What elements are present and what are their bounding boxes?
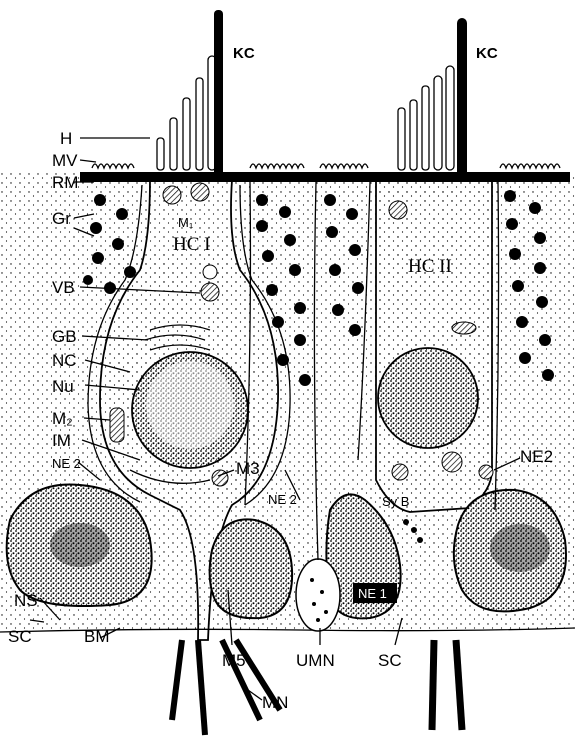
label-im: IM [52,431,71,450]
label-nc: NC [52,351,77,370]
label-ne2-right: NE2 [520,447,553,466]
kinocilium-right [457,18,467,178]
label-vb: VB [52,278,75,297]
label-kc-left: KC [233,45,255,62]
label-kc-right: KC [476,45,498,62]
hair-bundle-right [398,18,467,178]
label-ne2-mid: NE 2 [268,492,297,507]
label-gr: Gr [52,209,71,228]
label-m2: M₂ [52,409,73,428]
kinocilium-left [214,10,223,178]
label-rm: RM [52,173,78,192]
label-h: H [60,129,72,148]
label-umn: UMN [296,651,335,670]
label-mn: MN [262,693,288,712]
hair-bundle-left [157,10,223,178]
label-ne2-left: NE 2 [52,456,81,471]
label-sc-right: SC [378,651,402,670]
label-ns: NS [14,591,38,610]
label-ne1: NE 1 [358,586,387,601]
label-m5: M5 [222,651,246,670]
nucleus-hc1-light [146,361,234,449]
nucleus-hc2 [378,348,478,448]
label-mv: MV [52,151,78,170]
label-sc-left: SC [8,627,32,646]
label-bm: BM [84,627,110,646]
label-gb: GB [52,327,77,346]
label-syb: Sy B [382,494,409,509]
microvilli [92,164,560,168]
label-hc2: HC II [408,256,452,277]
label-m3: M3 [236,459,260,478]
label-hc1: HC I [173,234,210,255]
label-m1: M₁ [178,215,194,230]
hc2-cytoplasm [378,182,490,502]
label-nu: Nu [52,377,74,396]
